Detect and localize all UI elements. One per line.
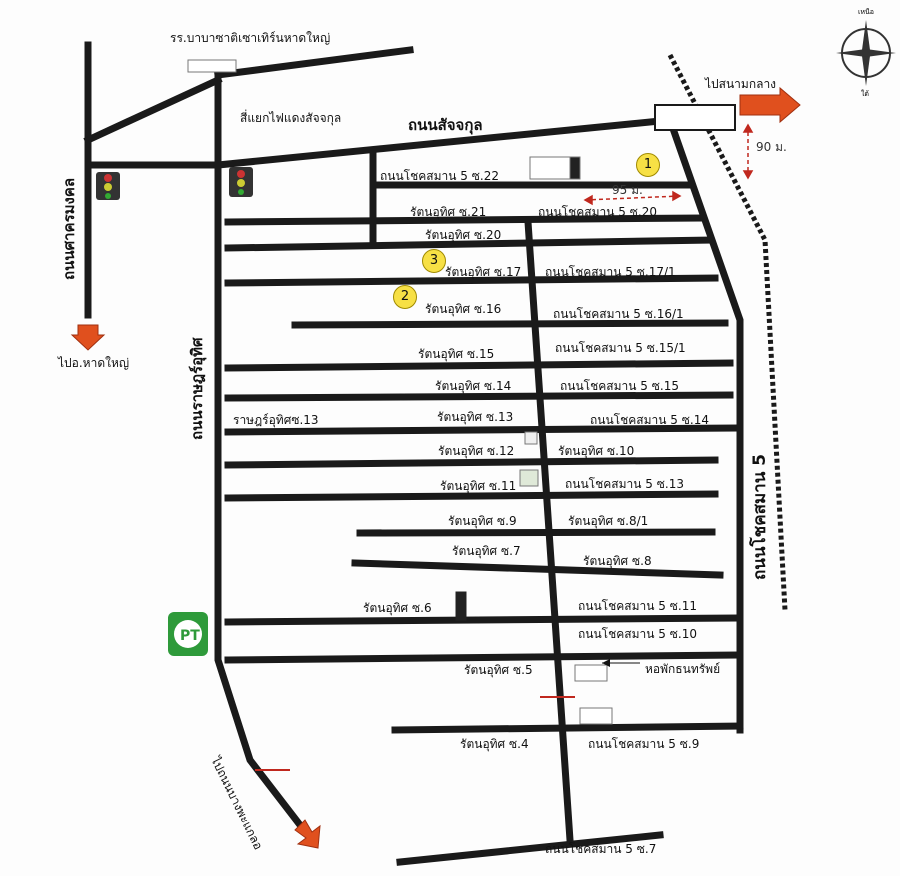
marker-1: 1 <box>636 153 660 177</box>
soi-label: ถนนโชคสมาน 5 ซ.17/1 <box>545 265 676 279</box>
road-sadrongkol: ถนนศาครมงคล <box>60 177 78 280</box>
school-label: รร.บาบาซาติเซาเทิร์นหาดใหญ่ <box>170 31 331 45</box>
marker-3: 3 <box>422 249 446 273</box>
distance-90: 90 ม. <box>756 140 787 154</box>
soi-label: รัตนอุทิศ ซ.11 <box>440 479 517 493</box>
road-rajutit: ถนนราษฎร์อุทิศ <box>188 337 206 440</box>
soi-label: ถนนโชคสมาน 5 ซ.22 <box>380 169 499 183</box>
soi-label: ถนนโชคสมาน 5 ซ.10 <box>578 627 697 641</box>
soi-label: รัตนอุทิศ ซ.14 <box>435 379 512 393</box>
soi-label: รัตนอุทิศ ซ.21 <box>410 205 487 219</box>
svg-text:เหนือ: เหนือ <box>858 8 874 16</box>
soi-label: รัตนอุทิศ ซ.4 <box>460 737 529 751</box>
soi-label: ถนนโชคสมาน 5 ซ.9 <box>588 737 700 751</box>
soi-label: รัตนอุทิศ ซ.20 <box>425 228 502 242</box>
soi-label: รัตนอุทิศ ซ.13 <box>437 410 514 424</box>
soi-label: ถนนโชคสมาน 5 ซ.11 <box>578 599 697 613</box>
svg-text:PT: PT <box>180 628 200 644</box>
soi-label: ถนนโชคสมาน 5 ซ.14 <box>590 413 709 427</box>
road-chotsaman5: ถนนโชคสมาน 5 <box>750 453 770 580</box>
soi-label: รัตนอุทิศ ซ.8 <box>583 554 652 568</box>
compass-icon: เหนือ ใต้ <box>836 8 896 98</box>
soi-label: ถนนโชคสมาน 5 ซ.15/1 <box>555 341 686 355</box>
svg-text:ใต้: ใต้ <box>861 89 869 98</box>
soi-label: รัตนอุทิศ ซ.15 <box>418 347 495 361</box>
soi-label: ถนนโชคสมาน 5 ซ.20 <box>538 205 657 219</box>
soi-label: รัตนอุทิศ ซ.5 <box>464 663 533 677</box>
soi-label: ราษฎร์อุทิศซ.13 <box>233 413 319 427</box>
soi-label: ถนนโชคสมาน 5 ซ.16/1 <box>553 307 684 321</box>
soi-label: ถนนโชคสมาน 5 ซ.15 <box>560 379 679 393</box>
soi-label: รัตนอุทิศ ซ.7 <box>452 544 521 558</box>
marker-2: 2 <box>393 285 417 309</box>
direction-hatyai-po: ไปอ.หาดใหญ่ <box>58 356 130 370</box>
soi-label: รัตนอุทิศ ซ.16 <box>425 302 502 316</box>
soi-label: รัตนอุทิศ ซ.9 <box>448 514 517 528</box>
soi-label: รัตนอุทิศ ซ.8/1 <box>568 514 649 528</box>
distance-95: 95 ม. <box>612 183 643 197</box>
soi-label: ถนนโชคสมาน 5 ซ.13 <box>565 477 684 491</box>
soi-label: รัตนอุทิศ ซ.6 <box>363 601 432 615</box>
soi-label: รัตนอุทิศ ซ.17 <box>445 265 522 279</box>
soi-label: รัตนอุทิศ ซ.10 <box>558 444 635 458</box>
traffic-light-label: สี่แยกไฟแดงสัจจกุล <box>240 111 342 125</box>
direction-sanamklang: ไปสนามกลาง <box>705 77 777 91</box>
soi-label: ถนนโชคสมาน 5 ซ.7 <box>545 842 657 856</box>
soi-label: รัตนอุทิศ ซ.12 <box>438 444 515 458</box>
road-sajjakul: ถนนสัจจกุล <box>408 116 483 134</box>
dormitory-label: หอพักธนทรัพย์ <box>645 662 721 676</box>
